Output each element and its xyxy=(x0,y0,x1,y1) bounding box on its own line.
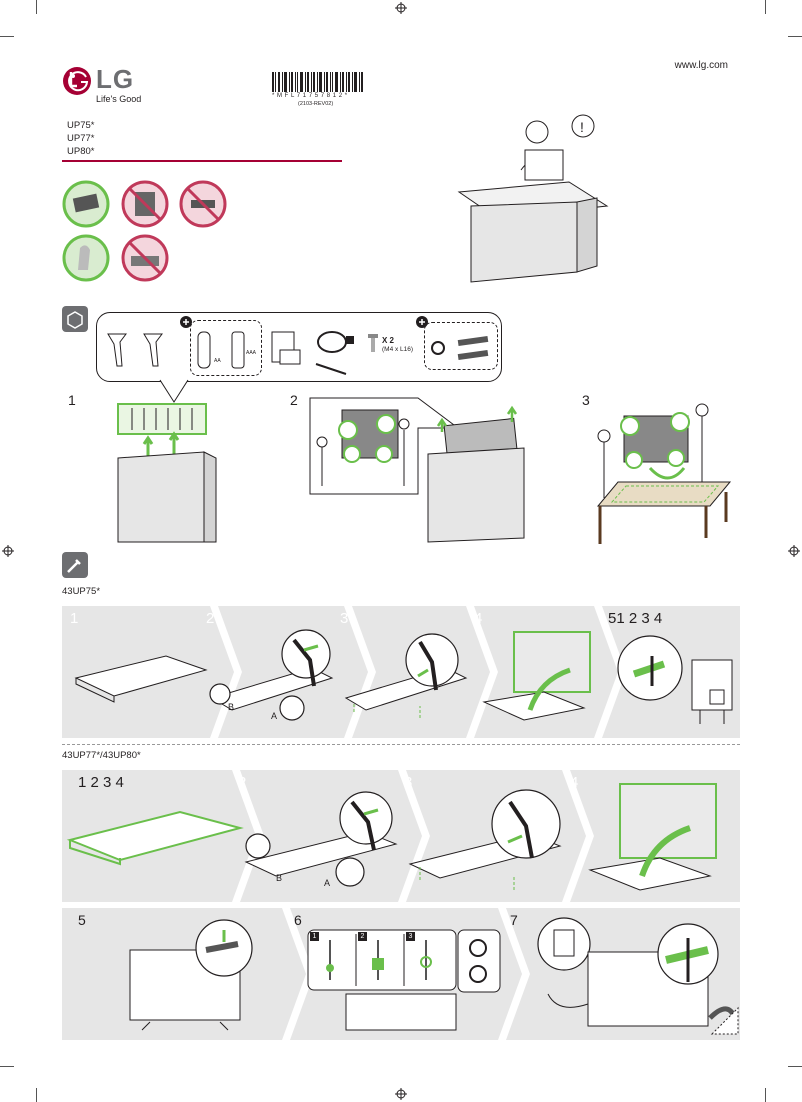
website-url: www.lg.com xyxy=(674,60,728,71)
svg-text:!: ! xyxy=(580,119,584,135)
substep-2-badge: 2 xyxy=(358,932,367,941)
step-4: 4 xyxy=(474,610,483,627)
remote-control-illustration xyxy=(197,331,245,369)
crop-mark xyxy=(36,0,37,14)
step-7: 7 xyxy=(510,912,518,928)
model-name: UP75* xyxy=(67,120,95,131)
stand-tv-up-illustration xyxy=(482,631,591,721)
crop-mark xyxy=(0,1066,14,1067)
tv-facedown-illustration xyxy=(74,655,208,703)
label-b: B xyxy=(228,702,235,712)
step-1: 1 2 3 4 xyxy=(78,774,124,791)
cable-holder-illustration xyxy=(431,335,489,361)
screwdriver-icon xyxy=(62,552,88,578)
add-icon xyxy=(180,316,192,328)
handling-prohibited-icon xyxy=(121,180,169,228)
step-2: 2 xyxy=(238,774,247,791)
label-a: A xyxy=(271,711,278,721)
attach-stand-illustration xyxy=(209,629,334,721)
unbox-icon xyxy=(62,306,88,332)
crop-mark xyxy=(765,1088,766,1102)
brand-tagline: Life's Good xyxy=(96,94,142,104)
barcode-number: * M F L 7 1 7 5 7 8 1 2 * xyxy=(272,93,348,99)
stand-tv-up-illustration xyxy=(588,783,717,891)
step-6: 6 xyxy=(294,912,302,928)
remote-group xyxy=(190,320,262,376)
handling-ok-icon xyxy=(62,180,110,228)
screw-icon xyxy=(368,334,378,352)
screw-count: X 2 xyxy=(382,336,395,345)
unpack-step-3: 3 xyxy=(582,392,590,408)
add-icon xyxy=(416,316,428,328)
cable-holder-group xyxy=(424,322,498,370)
crop-mark xyxy=(0,36,14,37)
crop-mark xyxy=(765,0,766,14)
power-connect-illustration xyxy=(537,917,739,1035)
screw-spec: (M4 x L16) xyxy=(382,346,414,353)
substep-1-badge: 1 xyxy=(310,932,319,941)
manual-illustration xyxy=(271,331,301,365)
stand-legs-illustration xyxy=(107,333,163,367)
unpack-step-2-illustration xyxy=(309,397,525,543)
section-title-43up75: 43UP75* xyxy=(62,586,101,597)
unpack-step-1-illustration xyxy=(117,403,217,543)
battery-aaa-label: AAA xyxy=(246,350,257,356)
step-5: 5 xyxy=(78,912,86,928)
screw-stand-illustration xyxy=(408,789,562,890)
step-3: 3 xyxy=(340,610,349,627)
step-1: 1 xyxy=(70,610,79,627)
step-3: 3 xyxy=(404,774,413,791)
cable-holder-steps-illustration xyxy=(307,929,501,1031)
barcode-revision: (2103-REV02) xyxy=(298,101,334,107)
lg-logo xyxy=(63,67,91,95)
registration-mark-icon xyxy=(2,545,14,557)
handling-prohibited-icon xyxy=(179,180,227,228)
crop-mark xyxy=(36,1088,37,1102)
crop-mark xyxy=(788,1066,802,1067)
model-name: UP80* xyxy=(67,146,95,157)
unpack-step-3-illustration xyxy=(596,403,732,544)
unpack-step-2: 2 xyxy=(290,392,298,408)
registration-mark-icon xyxy=(395,2,407,14)
registration-mark-icon xyxy=(395,1088,407,1100)
screw-stand-illustration xyxy=(344,633,468,718)
handling-ok-icon xyxy=(62,234,110,282)
header-rule xyxy=(62,160,342,162)
crop-mark xyxy=(788,36,802,37)
handling-prohibited-icon xyxy=(121,234,169,282)
unpack-step-1: 1 xyxy=(68,392,76,408)
step-2: 2 xyxy=(206,610,215,627)
section-title-43up77: 43UP77*/43UP80* xyxy=(62,750,141,761)
registration-mark-icon xyxy=(788,545,800,557)
tv-back-cable-illustration xyxy=(129,919,253,1031)
substep-3-badge: 3 xyxy=(406,932,415,941)
model-name: UP77* xyxy=(67,133,95,144)
pointer xyxy=(159,379,189,403)
label-b: B xyxy=(276,873,283,883)
barcode xyxy=(272,72,363,92)
cable-manage-illustration xyxy=(617,635,733,724)
battery-aa-label: AA xyxy=(214,358,221,364)
tv-facedown-illustration xyxy=(66,810,244,866)
two-person-lift-illustration: ! xyxy=(457,114,609,283)
step-5: 51 2 3 4 xyxy=(608,610,663,627)
attach-stand-illustration xyxy=(244,791,398,887)
brand-name: LG xyxy=(96,64,135,94)
section-divider xyxy=(62,744,740,745)
label-a: A xyxy=(324,878,331,888)
power-cord-illustration xyxy=(315,331,354,375)
step-4: 4 xyxy=(570,774,579,791)
